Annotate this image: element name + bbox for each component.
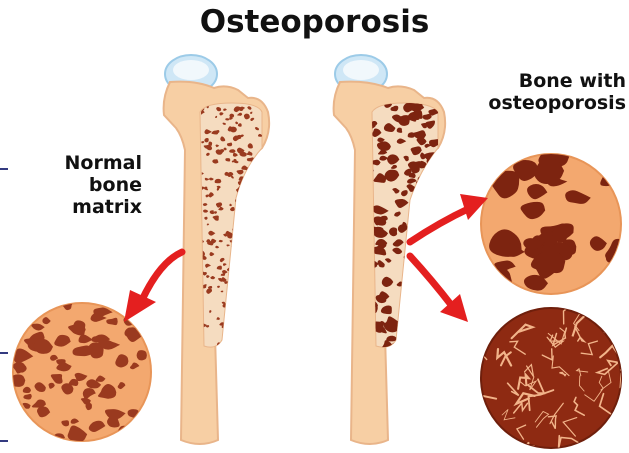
normal-bone-label-line: bone — [20, 174, 142, 196]
bone-cross-section-severe-icon — [462, 297, 629, 450]
osteoporosis-label-line: osteoporosis — [466, 92, 626, 114]
bone-cross-section-normal-icon — [9, 301, 152, 444]
normal-bone-label-line: matrix — [20, 196, 142, 218]
femur-osteoporosis-icon — [334, 55, 447, 444]
osteoporosis-label-line: Bone with — [466, 70, 626, 92]
red-arrow-icon — [124, 194, 488, 322]
edge-mark — [0, 168, 8, 170]
page-title: Osteoporosis — [0, 4, 629, 40]
edge-mark — [0, 440, 8, 442]
normal-bone-label: Normal bone matrix — [20, 152, 142, 218]
normal-bone-label-line: Normal — [20, 152, 142, 174]
bone-cross-section-osteoporosis-icon — [481, 145, 629, 304]
edge-mark — [0, 352, 8, 354]
osteoporosis-bone-label: Bone with osteoporosis — [466, 70, 626, 114]
